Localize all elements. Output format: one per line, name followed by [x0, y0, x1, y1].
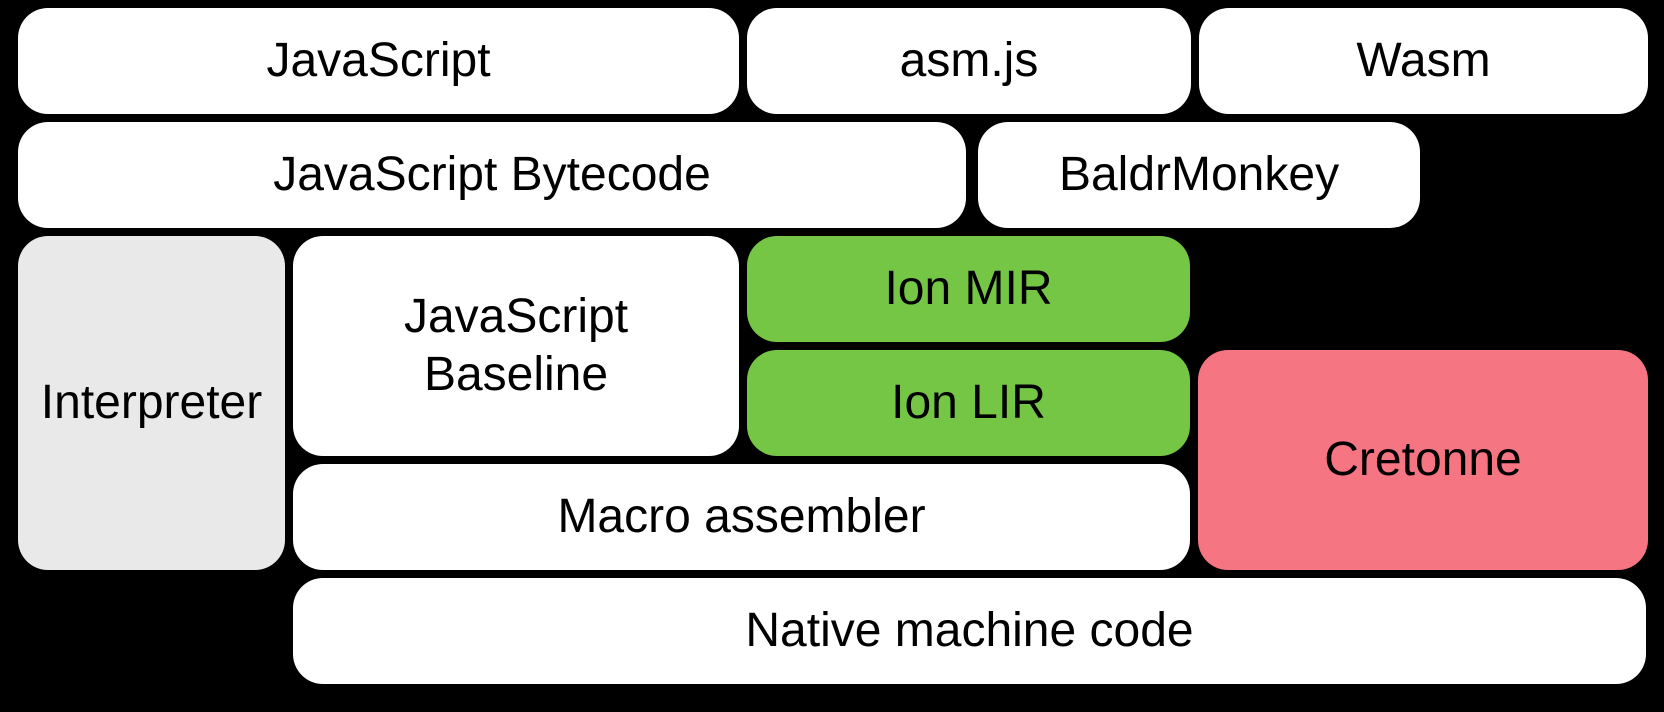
box-ion-mir: Ion MIR: [747, 236, 1190, 342]
box-native-machine-code: Native machine code: [293, 578, 1646, 684]
box-ion-lir-label: Ion LIR: [891, 376, 1046, 430]
box-macro-assembler: Macro assembler: [293, 464, 1190, 570]
box-ion-lir: Ion LIR: [747, 350, 1190, 456]
box-javascript: JavaScript: [18, 8, 739, 114]
box-javascript-baseline: JavaScript Baseline: [293, 236, 739, 456]
box-asmjs-label: asm.js: [899, 34, 1039, 88]
box-native-machine-code-label: Native machine code: [745, 604, 1194, 658]
box-interpreter: Interpreter: [18, 236, 285, 570]
box-javascript-baseline-label: JavaScript Baseline: [403, 290, 629, 401]
box-cretonne-label: Cretonne: [1324, 433, 1522, 487]
box-macro-assembler-label: Macro assembler: [557, 490, 926, 544]
box-javascript-bytecode-label: JavaScript Bytecode: [273, 148, 711, 202]
box-interpreter-label: Interpreter: [40, 376, 263, 430]
box-cretonne: Cretonne: [1198, 350, 1648, 570]
box-javascript-label: JavaScript: [266, 34, 491, 88]
box-javascript-bytecode: JavaScript Bytecode: [18, 122, 966, 228]
box-ion-mir-label: Ion MIR: [884, 262, 1053, 316]
box-baldrmonkey: BaldrMonkey: [978, 122, 1420, 228]
box-asmjs: asm.js: [747, 8, 1191, 114]
box-wasm-label: Wasm: [1356, 34, 1491, 88]
box-baldrmonkey-label: BaldrMonkey: [1058, 148, 1340, 202]
box-wasm: Wasm: [1199, 8, 1648, 114]
